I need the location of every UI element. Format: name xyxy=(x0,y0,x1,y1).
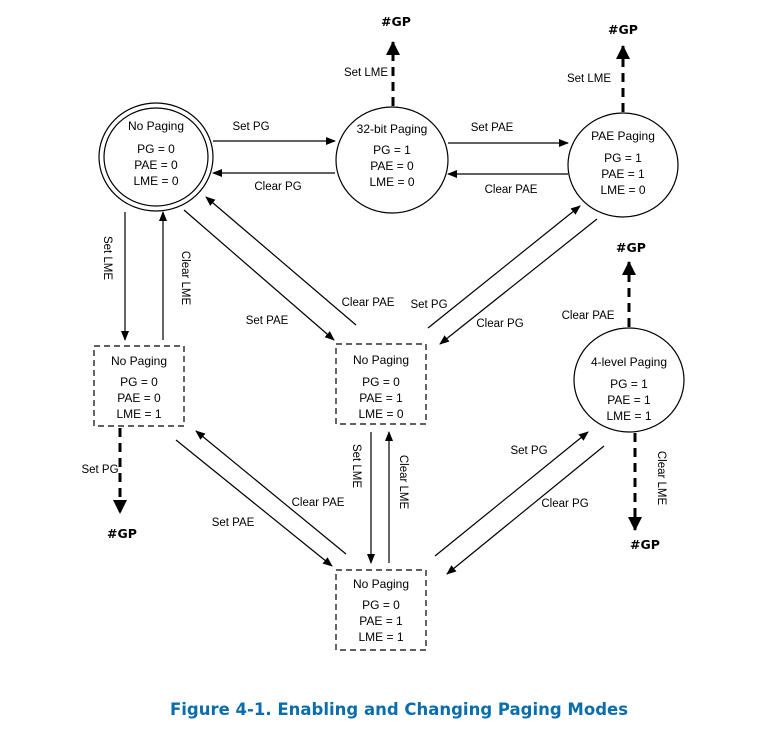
label-clear-pg-mid-right: Clear PG xyxy=(476,318,523,330)
state-pg: PG = 0 xyxy=(362,375,400,389)
state-double-circle-outer xyxy=(98,102,214,212)
gp-label-4l-up: #GP xyxy=(616,240,646,255)
label-set-pg-top: Set PG xyxy=(232,121,269,133)
arrow-set-pg-nppae-to-pae xyxy=(427,205,581,329)
state-no-paging-pae-lme: No Paging PG = 0 PAE = 1 LME = 1 xyxy=(335,569,427,651)
label-set-lme-center: Set LME xyxy=(350,444,362,488)
gp-label-nplme: #GP xyxy=(107,526,137,541)
state-32bit-paging: 32-bit Paging PG = 1 PAE = 0 LME = 0 xyxy=(335,106,449,214)
label-clear-pae-top: Clear PAE xyxy=(485,184,538,196)
gp-label-32: #GP xyxy=(381,14,411,29)
arrow-set-pae-np-to-nppae xyxy=(183,209,335,341)
label-clear-pg-low-right: Clear PG xyxy=(541,498,588,510)
state-pg: PG = 1 xyxy=(373,143,411,157)
state-pg: PG = 0 xyxy=(137,142,175,156)
state-title: No Paging xyxy=(353,353,409,367)
state-title: No Paging xyxy=(353,577,409,591)
transitions xyxy=(121,137,605,575)
state-pg: PG = 1 xyxy=(610,377,648,391)
state-pae-paging: PAE Paging PG = 1 PAE = 1 LME = 0 xyxy=(567,112,679,218)
state-pae: PAE = 1 xyxy=(601,167,645,181)
state-pae: PAE = 0 xyxy=(370,159,414,173)
state-lme: LME = 1 xyxy=(116,407,161,421)
state-4level-paging: 4-level Paging PG = 1 PAE = 1 LME = 1 xyxy=(573,327,685,433)
arrow-clear-pae-nppaelme-to-nplme xyxy=(195,430,347,555)
gp-label-4l-down: #GP xyxy=(630,537,660,552)
state-pae: PAE = 1 xyxy=(607,393,651,407)
label-clear-pae-4l-gp: Clear PAE xyxy=(562,310,615,322)
label-set-pae-low-left: Set PAE xyxy=(212,517,255,529)
state-pg: PG = 0 xyxy=(362,598,400,612)
state-title: No Paging xyxy=(111,354,167,368)
fault-transitions xyxy=(113,41,642,531)
arrow-clear-pg-pae-to-nppae xyxy=(439,218,598,345)
state-lme: LME = 1 xyxy=(606,409,651,423)
state-title: 4-level Paging xyxy=(591,355,667,369)
state-lme: LME = 0 xyxy=(600,183,645,197)
arrow-clear-pg-4l-to-nppaelme xyxy=(446,445,605,575)
state-lme: LME = 1 xyxy=(358,630,403,644)
state-pae: PAE = 0 xyxy=(117,391,161,405)
label-clear-lme-4l-gp: Clear LME xyxy=(655,451,667,506)
label-set-pg-nplme-gp: Set PG xyxy=(81,464,118,476)
label-clear-pae-mid-left: Clear PAE xyxy=(342,297,395,309)
state-pae: PAE = 1 xyxy=(359,614,403,628)
gp-label-pae: #GP xyxy=(608,22,638,37)
label-set-lme-pae-gp: Set LME xyxy=(567,73,611,85)
state-lme: LME = 0 xyxy=(133,174,178,188)
label-clear-pg-top: Clear PG xyxy=(254,181,301,193)
label-set-pg-mid-right: Set PG xyxy=(410,299,447,311)
arrow-set-pg-nppaelme-to-4l xyxy=(434,431,589,557)
state-pae: PAE = 1 xyxy=(359,391,403,405)
arrow-set-pae-nplme-to-nppaelme xyxy=(175,439,333,567)
label-set-pg-low-right: Set PG xyxy=(510,445,547,457)
label-set-lme-32-gp: Set LME xyxy=(344,67,388,79)
state-title: PAE Paging xyxy=(591,129,655,143)
label-clear-pae-low-left: Clear PAE xyxy=(292,497,345,509)
figure-caption: Figure 4-1. Enabling and Changing Paging… xyxy=(170,700,628,719)
state-pae: PAE = 0 xyxy=(134,158,178,172)
label-clear-lme-center: Clear LME xyxy=(397,455,409,510)
state-lme: LME = 0 xyxy=(358,407,403,421)
state-no-paging-pae: No Paging PG = 0 PAE = 1 LME = 0 xyxy=(335,343,427,425)
state-pg: PG = 0 xyxy=(120,375,158,389)
state-double-circle-inner xyxy=(103,107,209,207)
state-title: No Paging xyxy=(128,119,184,133)
state-pg: PG = 1 xyxy=(604,151,642,165)
label-set-lme-left: Set LME xyxy=(101,236,113,280)
label-clear-lme-left: Clear LME xyxy=(179,251,191,306)
label-set-pae-top: Set PAE xyxy=(471,122,514,134)
state-lme: LME = 0 xyxy=(369,175,414,189)
label-set-pae-mid-left: Set PAE xyxy=(246,315,289,327)
state-no-paging-lme: No Paging PG = 0 PAE = 0 LME = 1 xyxy=(93,345,185,427)
state-title: 32-bit Paging xyxy=(357,122,428,136)
state-no-paging-initial: No Paging PG = 0 PAE = 0 LME = 0 xyxy=(98,102,214,212)
arrow-clear-pae-nppae-to-np xyxy=(205,196,357,326)
